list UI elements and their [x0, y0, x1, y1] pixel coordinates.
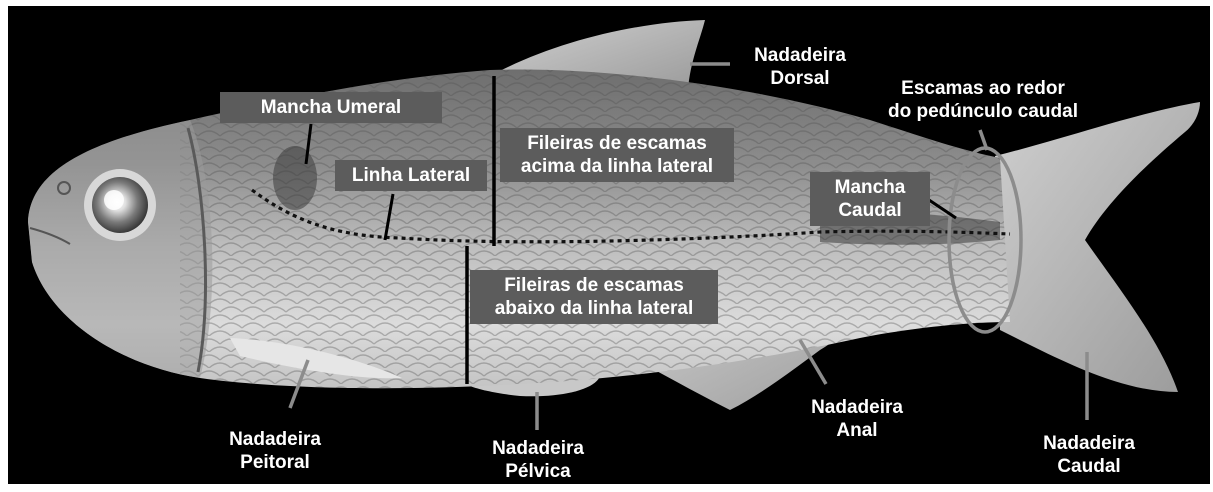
- label-pelvic-fin-line1: Nadadeira: [473, 437, 603, 460]
- label-peduncle-scales-line2: do pedúnculo caudal: [868, 100, 1098, 123]
- label-scales-below-lateral-line: Fileiras de escamas abaixo da linha late…: [470, 270, 718, 324]
- label-pelvic-fin: Nadadeira Pélvica: [473, 437, 603, 483]
- label-caudal-spot-line2: Caudal: [820, 199, 920, 222]
- label-pelvic-fin-line2: Pélvica: [473, 460, 603, 483]
- label-scales-above-lateral-line: Fileiras de escamas acima da linha later…: [500, 128, 734, 182]
- label-anal-fin-line1: Nadadeira: [792, 396, 922, 419]
- label-scales-above-line2: acima da linha lateral: [510, 155, 724, 178]
- label-scales-below-line1: Fileiras de escamas: [480, 274, 708, 297]
- label-humeral-spot-line1: Mancha Umeral: [230, 96, 432, 119]
- label-anal-fin-line2: Anal: [792, 419, 922, 442]
- label-dorsal-fin-line1: Nadadeira: [735, 44, 865, 67]
- label-pectoral-fin-line1: Nadadeira: [210, 428, 340, 451]
- label-dorsal-fin: Nadadeira Dorsal: [735, 44, 865, 90]
- label-scales-below-line2: abaixo da linha lateral: [480, 297, 708, 320]
- label-caudal-fin: Nadadeira Caudal: [1024, 432, 1154, 478]
- label-caudal-spot-line1: Mancha: [820, 176, 920, 199]
- label-peduncle-scales-line1: Escamas ao redor: [868, 77, 1098, 100]
- label-pectoral-fin-line2: Peitoral: [210, 451, 340, 474]
- label-scales-above-line1: Fileiras de escamas: [510, 132, 724, 155]
- label-caudal-spot: Mancha Caudal: [810, 172, 930, 226]
- label-caudal-fin-line1: Nadadeira: [1024, 432, 1154, 455]
- label-peduncle-scales: Escamas ao redor do pedúnculo caudal: [868, 77, 1098, 123]
- label-pectoral-fin: Nadadeira Peitoral: [210, 428, 340, 474]
- label-anal-fin: Nadadeira Anal: [792, 396, 922, 442]
- label-humeral-spot: Mancha Umeral: [220, 92, 442, 123]
- label-caudal-fin-line2: Caudal: [1024, 455, 1154, 478]
- label-lateral-line-line1: Linha Lateral: [345, 164, 477, 187]
- label-lateral-line: Linha Lateral: [335, 160, 487, 191]
- label-dorsal-fin-line2: Dorsal: [735, 67, 865, 90]
